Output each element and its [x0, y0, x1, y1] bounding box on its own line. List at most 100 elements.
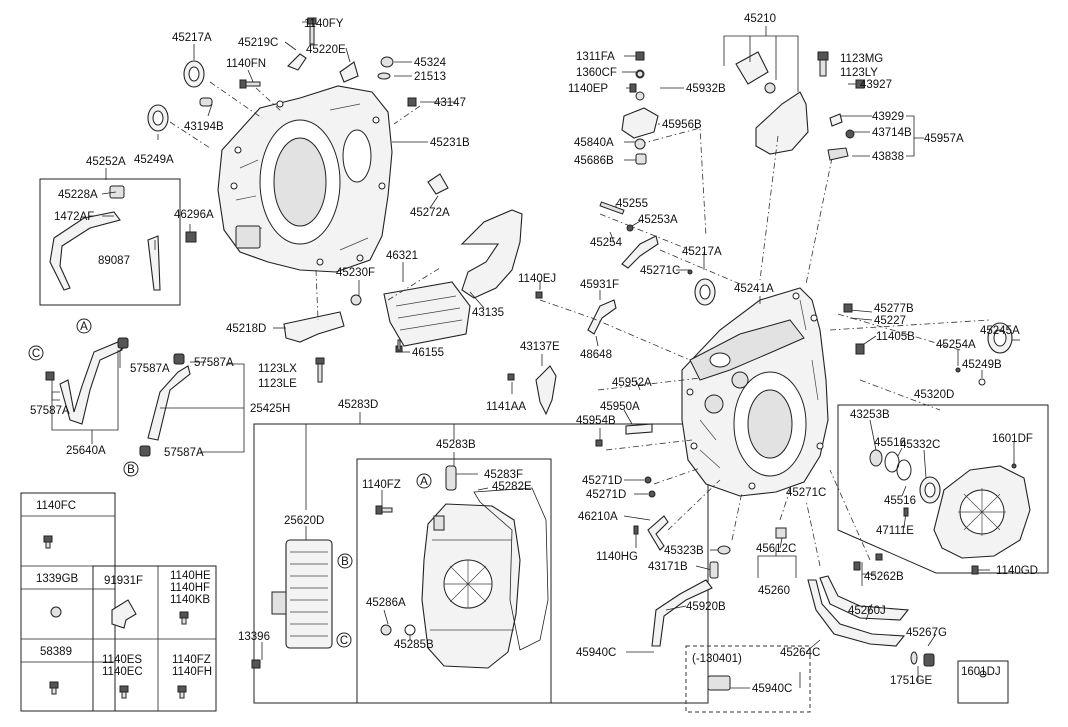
- part-label: 1140EP: [568, 83, 608, 95]
- part-label: 25425H: [250, 403, 290, 415]
- bracket-45253a: [621, 235, 659, 269]
- clip-91931f: [111, 599, 137, 629]
- part-label: 1140EJ: [518, 273, 556, 285]
- part-label: 45516: [884, 495, 916, 507]
- part-label: 45940C: [576, 647, 616, 659]
- baffle-plate: [460, 209, 523, 299]
- shift-sensor: [621, 69, 659, 139]
- part-label: 48648: [580, 349, 612, 361]
- breather-tube: [651, 579, 713, 647]
- part-label: 45254: [590, 237, 623, 249]
- part-label: 1360CF: [576, 67, 617, 79]
- svg-text:C: C: [340, 635, 348, 647]
- valve-body-gasket: [473, 487, 549, 651]
- part-label: 45932B: [686, 83, 726, 95]
- part-label: 1140HG: [596, 551, 638, 563]
- bracket-45950a: [625, 423, 653, 435]
- side-cover-box: [837, 404, 1049, 574]
- part-label: 43171B: [648, 561, 688, 573]
- part-label: 45956B: [662, 119, 702, 131]
- part-label: 45227: [874, 315, 906, 327]
- svg-text:1140KB: 1140KB: [170, 594, 210, 606]
- bracket-45220e: [339, 61, 359, 83]
- hose-kit-box: [39, 178, 181, 306]
- bushing-43253b: [869, 449, 883, 467]
- part-label: 45332C: [900, 439, 940, 451]
- part-label: 57587A: [30, 405, 70, 417]
- part-label: 45271D: [586, 489, 626, 501]
- bracket-45219c: [287, 53, 307, 71]
- part-labels: 1140FY 45219C 45217A 45220E 1140FN 45324…: [30, 13, 1038, 695]
- part-label: 45230F: [336, 267, 375, 279]
- leader-lines: [51, 21, 1020, 689]
- heat-shield-43137e: [535, 365, 557, 416]
- part-label: 45286A: [366, 597, 406, 609]
- part-label: 45255: [616, 198, 648, 210]
- part-label: 45219C: [238, 37, 278, 49]
- oil-filter: [383, 281, 471, 347]
- svg-text:1140FH: 1140FH: [172, 666, 212, 678]
- part-label: 45252A: [86, 156, 126, 168]
- part-label: 45283B: [436, 439, 476, 451]
- part-label: 43714B: [872, 127, 912, 139]
- part-label: 45210: [744, 13, 776, 25]
- part-label: 1140GD: [996, 565, 1038, 577]
- circle-ref-b-2: B: [337, 553, 353, 569]
- bracket-45272a: [427, 173, 449, 195]
- part-label: 1141AA: [486, 401, 526, 413]
- part-label: 1140FZ: [362, 479, 401, 491]
- part-label: 45931F: [580, 279, 619, 291]
- part-label: 45228A: [58, 189, 98, 201]
- svg-text:A: A: [420, 476, 428, 488]
- fasteners: [43, 17, 1017, 699]
- part-label: 43137E: [520, 341, 560, 353]
- part-label: 46296A: [174, 209, 214, 221]
- option-box: [685, 645, 811, 713]
- svg-text:1140FC: 1140FC: [36, 500, 76, 512]
- part-label: 57587A: [130, 363, 170, 375]
- part-label: 45249A: [134, 154, 174, 166]
- part-label: 43135: [472, 307, 504, 319]
- svg-text:58389: 58389: [40, 646, 72, 658]
- part-label: 45324: [414, 57, 447, 69]
- part-label: 45271D: [582, 475, 622, 487]
- standalone-part-box: [957, 660, 1009, 704]
- part-label: 45283F: [484, 469, 523, 481]
- svg-text:C: C: [32, 348, 40, 360]
- part-label: 45277B: [874, 303, 914, 315]
- part-label: 45516: [874, 437, 906, 449]
- o-ring-1: [884, 451, 900, 473]
- svg-text:B: B: [341, 556, 349, 568]
- transmission-case: [681, 287, 829, 497]
- part-label: 1140FY: [304, 18, 344, 30]
- part-label: 57587A: [164, 447, 204, 459]
- part-label: 45264C: [780, 647, 820, 659]
- part-label: 43194B: [184, 121, 224, 133]
- legend-labels: 1140FC 1339GB 58389 91931F 1140HE 1140HF…: [36, 500, 1001, 678]
- part-label: 46321: [386, 250, 418, 262]
- fastener-legend-table: [20, 492, 217, 712]
- part-label: 45952A: [612, 377, 652, 389]
- part-label: 25640A: [66, 445, 106, 457]
- part-label: 45241A: [734, 283, 774, 295]
- part-label: 45285B: [394, 639, 434, 651]
- part-label: 45231B: [430, 137, 470, 149]
- oil-seal-45249a-inner: [152, 110, 164, 126]
- part-label: 45260: [758, 585, 790, 597]
- part-label: 45840A: [574, 137, 614, 149]
- part-label: 45254A: [936, 339, 976, 351]
- part-label: 45218D: [226, 323, 266, 335]
- part-label: 45320D: [914, 389, 954, 401]
- vent-hose: [49, 185, 161, 291]
- part-label: 45253A: [638, 214, 678, 226]
- part-label: 11405B: [876, 331, 915, 343]
- part-label: 43927: [860, 79, 892, 91]
- part-label: 1123MG: [840, 53, 883, 65]
- svg-text:1140ES: 1140ES: [102, 654, 142, 666]
- part-label: 1601DF: [992, 433, 1033, 445]
- part-label: 45260J: [848, 605, 886, 617]
- part-label: 45954B: [576, 415, 616, 427]
- seal-45332c-inner: [924, 482, 936, 498]
- part-label: 1140FN: [226, 58, 266, 70]
- part-label: 1123LX: [258, 363, 297, 375]
